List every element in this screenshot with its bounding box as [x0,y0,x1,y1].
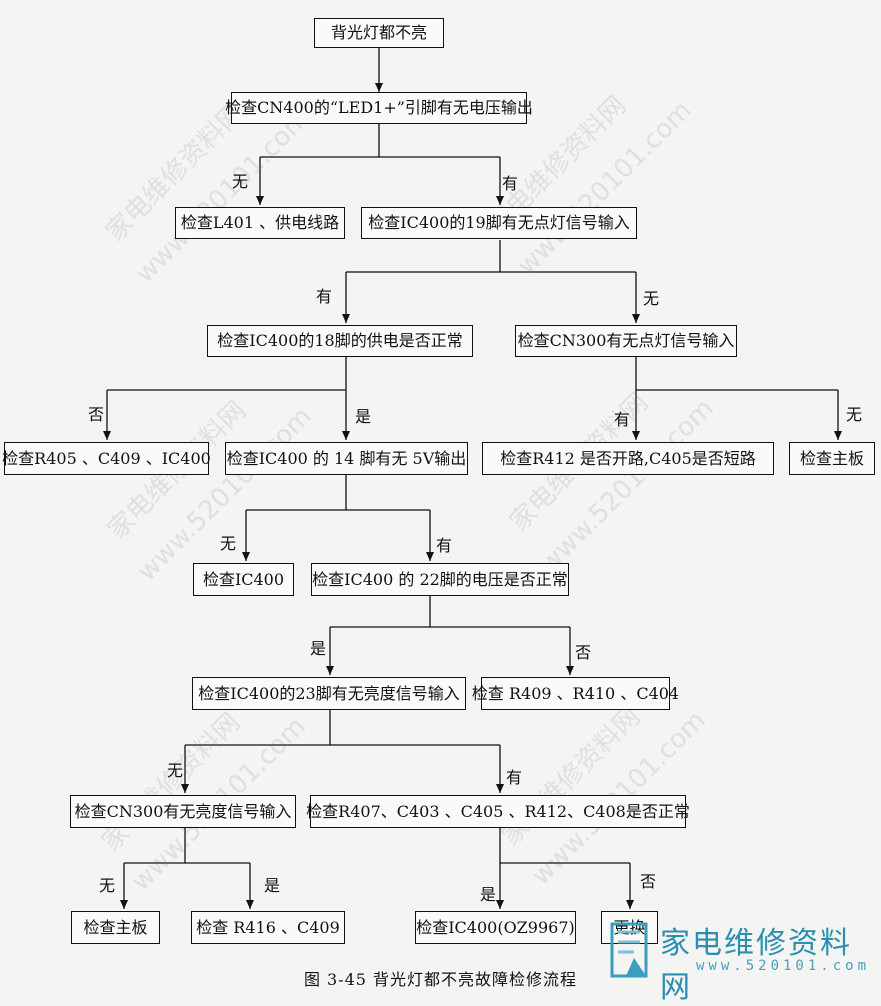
node-check-ic400-oz9967: 检查IC400(OZ9967) [415,911,576,944]
label-q6-no: 否 [575,643,592,662]
logo-mark-icon [610,922,648,978]
node-check-r416: 检查 R416 、C409 [191,911,345,944]
label-q4-no: 无 [846,405,863,424]
node-check-r407-group: 检查R407、C403 、C405 、R412、C408是否正常 [306,795,690,828]
node-check-cn300-light: 检查CN300有无点灯信号输入 [515,325,737,357]
label-q5-yes: 有 [436,536,453,555]
node-check-ic400-pin23: 检查IC400的23脚有无亮度信号输入 [192,677,466,710]
label-q5-no: 无 [220,534,237,553]
node-check-cn400-led: 检查CN400的“LED1+”引脚有无电压输出 [225,92,533,124]
node-check-ic400: 检查IC400 [193,563,294,596]
label-q2-yes: 有 [316,287,333,306]
figure-caption: 图 3-45 背光灯都不亮故障检修流程 [303,970,578,989]
label-q8-no: 无 [99,876,116,895]
label-q3-no: 否 [88,405,105,424]
logo-url: www.520101.com [696,958,871,974]
label-q7-yes: 有 [506,768,523,787]
label-q9-no: 否 [640,872,657,891]
node-check-ic400-pin18: 检查IC400的18脚的供电是否正常 [207,325,473,357]
label-q1-yes: 有 [502,174,519,193]
label-q4-yes: 有 [614,410,631,429]
node-check-l401: 检查L401 、供电线路 [175,207,345,239]
node-check-cn300-brightness: 检查CN300有无亮度信号输入 [70,795,296,828]
node-check-mainboard: 检查主板 [789,442,875,475]
site-logo: 家电维修资料网 www.520101.com [604,914,872,1005]
label-q8-yes: 是 [264,876,281,895]
label-q1-no: 无 [232,172,249,191]
node-check-r412: 检查R412 是否开路,C405是否短路 [482,442,774,475]
node-check-r405: 检查R405 、C409 、IC400 [2,442,211,475]
label-q3-yes: 是 [355,407,372,426]
node-start: 背光灯都不亮 [314,18,444,48]
node-check-r409: 检查 R409 、R410 、C404 [472,677,679,710]
node-check-ic400-pin19: 检查IC400的19脚有无点灯信号输入 [361,207,637,239]
node-check-ic400-pin14: 检查IC400 的 14 脚有无 5V输出 [225,442,468,475]
label-q2-no: 无 [643,289,660,308]
node-check-ic400-pin22: 检查IC400 的 22脚的电压是否正常 [311,563,569,596]
node-check-mainboard-2: 检查主板 [71,911,160,944]
label-q9-yes: 是 [480,885,497,904]
label-q6-yes: 是 [310,639,327,658]
label-q7-no: 无 [167,761,184,780]
